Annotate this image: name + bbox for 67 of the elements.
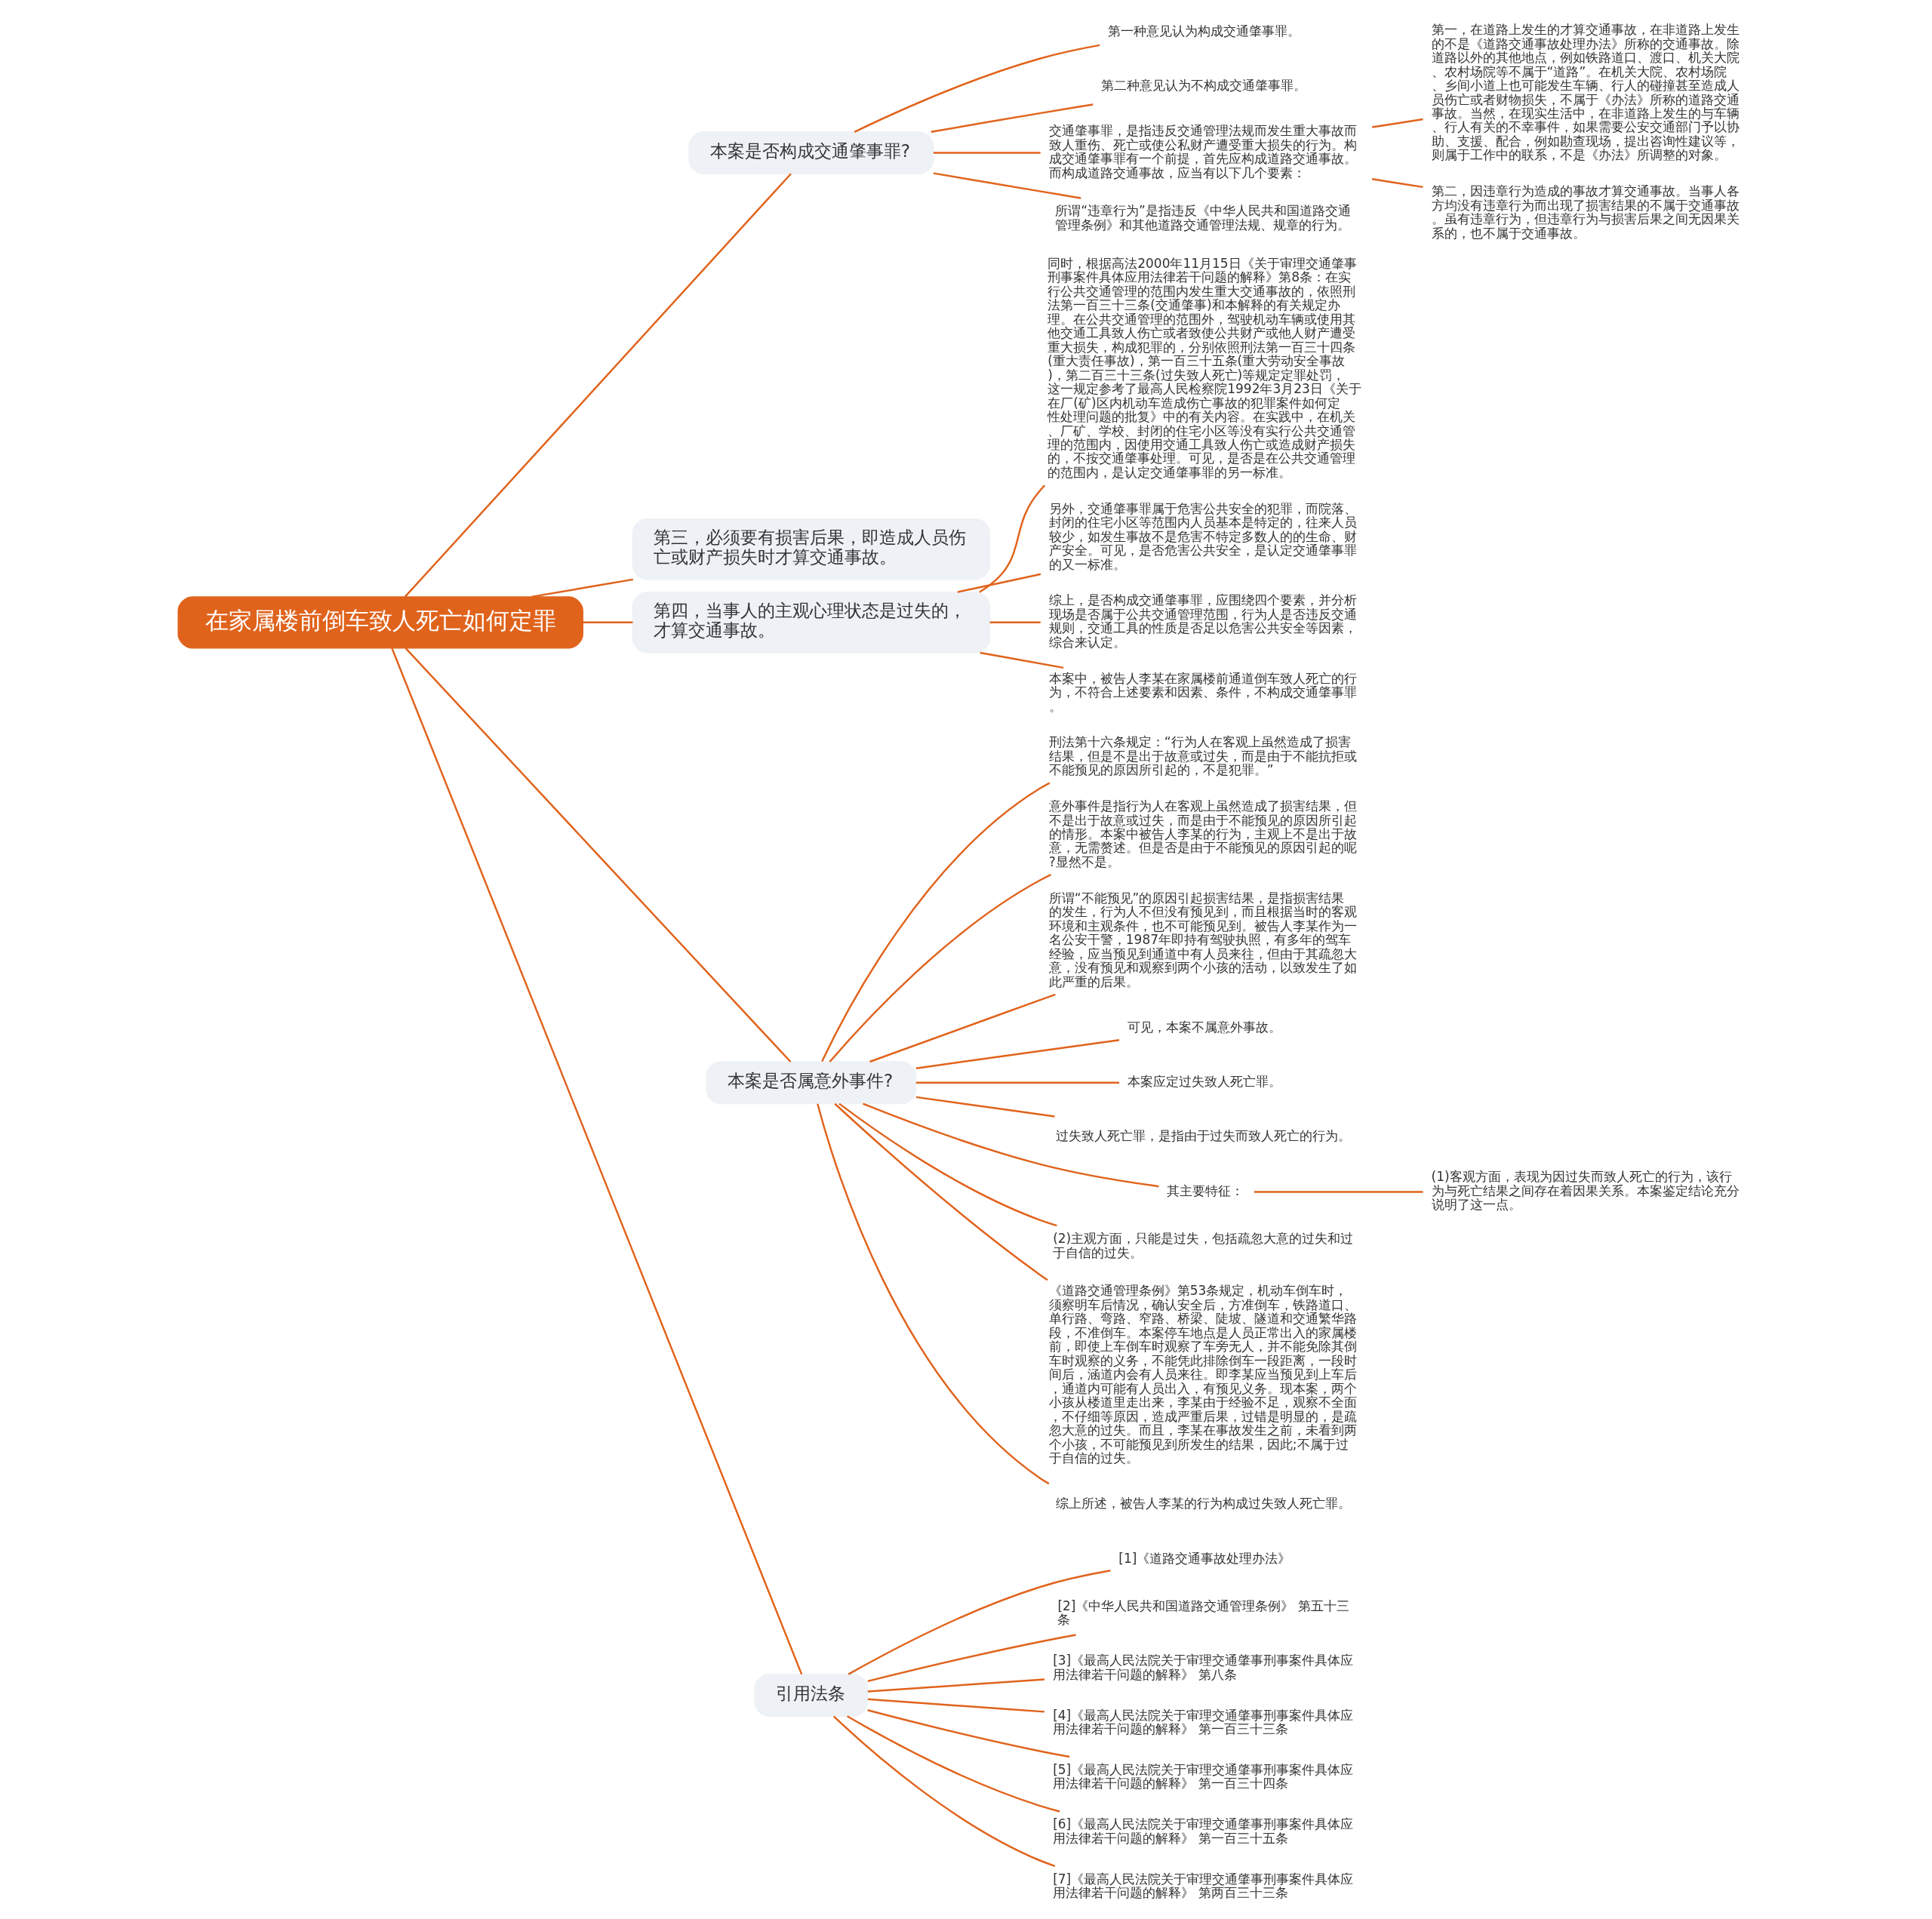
connector	[404, 173, 792, 598]
connector	[854, 44, 1100, 133]
node-text: 本案应定过失致人死亡罪。	[1127, 1074, 1281, 1090]
connector	[832, 1715, 1055, 1868]
connector	[989, 621, 1041, 624]
node-text: 第一，在道路上发生的才算交通事故，在非道路上发生的不是《道路交通事故处理办法》所称的交通事故。除道路以外的其他地点，例如铁路道口、渡口、机关大院、农村场院等不属于“道路”。在机关大院、农村场院、乡间小道上也可能发生车辆、行人的碰撞甚至造成人员伤亡或者财物损失，不属于《办法》所称的道路交通事故。当然，在现实生活中，在非道路上发生的与车辆、行人有关的不幸事件，如果需要公安交通部门予以协助、支援、配合，例如勘查现场，提出咨询性建议等，则属于工作中的联系，不是《办法》所调整的对象。	[1431, 22, 1740, 163]
node-text: 可见，本案不属意外事故。	[1127, 1019, 1281, 1035]
node-text: 第二种意见认为不构成交通肇事罪。	[1100, 78, 1306, 94]
node-box: 本案是否构成交通肇事罪?	[688, 131, 934, 174]
connector	[931, 103, 1093, 133]
node-text: [2]《中华人民共和国道路交通管理条例》 第五十三条	[1057, 1598, 1349, 1628]
node-text: 综上，是否构成交通肇事罪，应围绕四个要素，并分析现场是否属于公共交通管理范围，行为人是否违反交通规则，交通工具的性质是否足以危害公共安全等因素，综合来认定。	[1048, 592, 1357, 650]
node-text: 同时，根据高法2000年11月15日《关于审理交通肇事刑事案件具体应用法律若干问题的解释》第8条：在实行公共交通管理的范围内发生重大交通事故的，依照刑法第一百三十三条(交通肇事)和本解释的有关规定办理。在公共交通管理的范围外，驾驶机动车辆或使用其他交通工具致人伤亡或者致使公共财产或他人财产遭受重大损失，构成犯罪的，分别依照刑法第一百三十四条(重大责任事故)，第一百三十五条(重大劳动安全事故)，第二百三十三条(过失致人死亡)等规定定罪处罚，这一规定参考了最高人民检察院1992年3月23日《关于在厂(矿)区内机动车造成伤亡事故的犯罪案件如何定性处理问题的批复》中的有关内容。在实践中，在机关、厂矿、学校、封闭的住宅小区等没有实行公共交通管理的范围内，因使用交通工具致人伤亡或造成财产损失的，不按交通肇事处理。可见，是否是在公共交通管理的范围内，是认定交通肇事罪的另一标准。	[1047, 255, 1361, 480]
node-text: (1)客观方面，表现为因过失而致人死亡的行为，该行为与死亡结果之间存在着因果关系。本案鉴定结论充分说明了这一点。	[1431, 1169, 1740, 1213]
connector	[583, 621, 632, 624]
node-box: 本案是否属意外事件?	[705, 1061, 916, 1105]
connector	[846, 1715, 1060, 1813]
connector	[866, 1634, 1076, 1683]
connector	[390, 647, 802, 1675]
node-text: 所谓“违章行为”是指违反《中华人民共和国道路交通管理条例》和其他道路交通管理法规、规章的行为。	[1054, 203, 1351, 232]
node-text: 交通肇事罪，是指违反交通管理法规而发生重大事故而致人重伤、死亡或使公私财产遭受重大损失的行为。构成交通肇事罪有一个前提，首先应构成道路交通事故。而构成道路交通事故，应当有以下几个要素：	[1048, 123, 1357, 180]
connector	[1371, 177, 1423, 189]
connector	[915, 1039, 1119, 1069]
connector	[867, 1678, 1044, 1693]
connector	[869, 993, 1056, 1063]
connector	[933, 152, 1041, 154]
node-text: (2)主观方面，只能是过失，包括疏忽大意的过失和过于自信的过失。	[1052, 1231, 1353, 1260]
connector	[816, 1103, 1049, 1485]
connector	[1371, 118, 1423, 128]
node-text: 第二，因违章行为造成的事故才算交通事故。当事人各方均没有违章行为而出现了损害结果的不属于交通事故。虽有违章行为，但违章行为与损害后果之间无因果关系的，也不属于交通事故。	[1431, 183, 1740, 241]
node-text: [3]《最高人民法院关于审理交通肇事刑事案件具体应用法律若干问题的解释》 第八条	[1052, 1653, 1353, 1682]
node-text: 所谓“不能预见”的原因引起损害结果，是指损害结果的发生，行为人不但没有预见到，而且根据当时的客观环境和主观条件，也不可能预见到。被告人李某作为一名公安干警，1987年即持有驾驶执照，有多年的驾车经验，应当预见到通道中有人员来往，但由于其疏忽大意，没有预见和观察到两个小孩的活动，以致发生了如此严重的后果。	[1048, 890, 1357, 989]
node-text: 过失致人死亡罪，是指由于过失而致人死亡的行为。	[1055, 1128, 1351, 1144]
node-text: 《道路交通管理条例》第53条规定，机动车倒车时，须察明车后情况，确认安全后，方准倒车，铁路道口、单行路、弯路、窄路、桥梁、陡坡、隧道和交通繁华路段，不准倒车。本案停车地点是人员正常出入的家属楼前，即使上车倒车时观察了车旁无人，并不能免除其倒车时观察的义务，不能凭此排除倒车一段距离，一段时间后，涵道内会有人员来往。即李某应当预见到上车后，通道内可能有人员出入，有预见义务。现本案，两个小孩从楼道里走出来，李某由于经验不足，观察不全面，不仔细等原因，造成严重后果，过错是明显的，是疏忽大意的过失。而且，李某在事故发生之前，未看到两个小孩，不可能预见到所发生的结果，因此;不属于过于自信的过失。	[1048, 1283, 1357, 1466]
connector	[867, 1698, 1044, 1713]
node-text: 其主要特征：	[1166, 1182, 1244, 1198]
connector	[1254, 1191, 1423, 1193]
node-text: 本案中，被告人李某在家属楼前通道倒车致人死亡的行为，不符合上述要素和因素、条件，不构成交通肇事罪。	[1048, 670, 1357, 714]
connector	[820, 782, 1050, 1063]
node-box: 在家属楼前倒车致人死亡如何定罪	[177, 596, 583, 649]
connector	[405, 647, 791, 1063]
connector	[915, 1081, 1119, 1084]
node-text: [4]《最高人民法院关于审理交通肇事刑事案件具体应用法律若干问题的解释》 第一百三十三条	[1052, 1707, 1353, 1737]
connector	[933, 172, 1081, 199]
node-text: [5]《最高人民法院关于审理交通肇事刑事案件具体应用法律若干问题的解释》 第一百三十四条	[1052, 1761, 1353, 1791]
connector	[978, 484, 1045, 593]
connector	[956, 573, 1041, 593]
node-box: 第三，必须要有损害后果，即造成人员伤亡或财产损失时才算交通事故。	[632, 518, 990, 580]
connector	[915, 1096, 1055, 1118]
node-text: 另外，交通肇事罪属于危害公共安全的犯罪，而院落、封闭的住宅小区等范围内人员基本是特定的，往来人员较少，如发生事故不是危害不特定多数人的的生命、财产安全。可见，是否危害公共安全，是认定交通肇事罪的又一标准。	[1048, 500, 1357, 572]
connector	[531, 578, 633, 598]
connector	[838, 1103, 1057, 1227]
connector	[834, 1103, 1048, 1281]
connector	[866, 1709, 1069, 1758]
connector	[848, 1570, 1111, 1675]
node-text: [7]《最高人民法院关于审理交通肇事刑事案件具体应用法律若干问题的解释》 第两百三十三条	[1052, 1871, 1353, 1901]
connector	[980, 651, 1063, 669]
connector	[829, 874, 1051, 1063]
node-box: 引用法条	[753, 1674, 868, 1717]
node-text: 第一种意见认为构成交通肇事罪。	[1107, 23, 1300, 38]
connector	[862, 1103, 1159, 1188]
node-text: 意外事件是指行为人在客观上虽然造成了损害结果，但不是出于故意或过失，而是由于不能预见的原因所引起的情形。本案中被告人李某的行为，主观上不是出于故意，无需赘述。但是否是由于不能预见的原因引起的呢?显然不是。	[1048, 798, 1357, 869]
node-text: [1]《道路交通事故处理办法》	[1118, 1550, 1291, 1566]
node-text: 刑法第十六条规定：“行为人在客观上虽然造成了损害结果，但是不是出于故意或过失，而是由于不能抗拒或不能预见的原因所引起的，不是犯罪。”	[1048, 734, 1357, 778]
node-text: 综上所述，被告人李某的行为构成过失致人死亡罪。	[1055, 1496, 1351, 1512]
node-text: [6]《最高人民法院关于审理交通肇事刑事案件具体应用法律若干问题的解释》 第一百三十五条	[1052, 1816, 1353, 1846]
node-box: 第四，当事人的主观心理状态是过失的，才算交通事故。	[632, 592, 990, 654]
